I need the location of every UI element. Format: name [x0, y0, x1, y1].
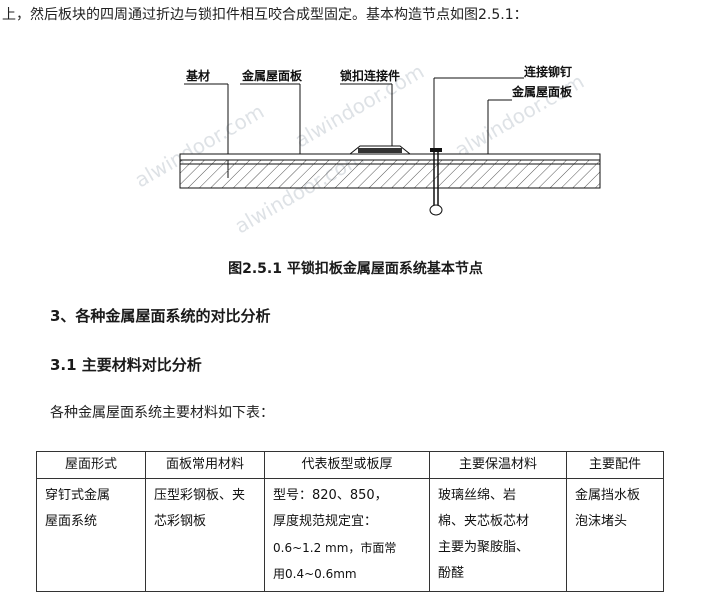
section-heading: 3、各种金属屋面系统的对比分析 [50, 307, 271, 325]
cell-line: 玻璃丝绵、岩 [438, 488, 517, 503]
label-base: 基材 [185, 68, 210, 83]
cell-roof-form: 穿钉式金属 屋面系统 [36, 478, 146, 592]
lead-paragraph: 各种金属屋面系统主要材料如下表： [50, 405, 274, 421]
cell-line: 型号：820、850， [273, 488, 388, 503]
table-row: 穿钉式金属 屋面系统 压型彩钢板、夹 芯彩钢板 型号：820、850， 厚度规范… [36, 478, 664, 592]
header-accessories: 主要配件 [566, 451, 664, 479]
cell-panel-thickness: 型号：820、850， 厚度规范规定宜： 0.6~1.2 mm，市面常 用0.4… [264, 478, 430, 592]
cell-line: 芯彩钢板 [154, 514, 207, 529]
cell-line: 屋面系统 [45, 514, 98, 529]
header-roof-form: 屋面形式 [36, 451, 146, 479]
construction-diagram: alwindoor.com alwindoor.com alwindoor.co… [131, 59, 601, 234]
cell-line: 厚度规范规定宜： [273, 514, 378, 529]
label-metal-roof-panel-right: 金属屋面板 [511, 84, 573, 99]
cell-insulation: 玻璃丝绵、岩 棉、夹芯板芯材 主要为聚胺脂、 酚醛 [429, 478, 567, 592]
cell-line: 穿钉式金属 [45, 488, 111, 503]
header-panel-material: 面板常用材料 [145, 451, 265, 479]
subsection-heading: 3.1 主要材料对比分析 [50, 356, 202, 374]
cell-line: 棉、夹芯板芯材 [438, 514, 530, 529]
construction-node-figure: alwindoor.com alwindoor.com alwindoor.co… [100, 38, 628, 234]
intro-paragraph: 上，然后板块的四周通过折边与锁扣件相互咬合成型固定。基本构造节点如图2.5.1： [2, 7, 528, 23]
cell-line: 主要为聚胺脂、 [438, 540, 530, 555]
cell-line: 压型彩钢板、夹 [154, 488, 246, 503]
label-lock-connector: 锁扣连接件 [340, 68, 400, 83]
label-metal-roof-panel-left: 金属屋面板 [241, 68, 303, 83]
cell-line: 用0.4~0.6mm [273, 567, 357, 581]
header-panel-thickness: 代表板型或板厚 [264, 451, 430, 479]
label-connecting-rivet: 连接铆钉 [524, 64, 572, 79]
cell-panel-material: 压型彩钢板、夹 芯彩钢板 [145, 478, 265, 592]
watermark-right: alwindoor.com [451, 69, 589, 162]
header-insulation: 主要保温材料 [429, 451, 567, 479]
cell-line: 酚醛 [438, 566, 465, 581]
cell-accessories: 金属挡水板 泡沫堵头 [566, 478, 664, 592]
figure-caption: 图2.5.1 平锁扣板金属屋面系统基本节点 [228, 261, 483, 277]
cell-line: 0.6~1.2 mm，市面常 [273, 541, 397, 555]
table-header-row: 屋面形式 面板常用材料 代表板型或板厚 主要保温材料 主要配件 [36, 451, 664, 479]
cell-line: 金属挡水板 [575, 488, 641, 503]
materials-comparison-table: 屋面形式 面板常用材料 代表板型或板厚 主要保温材料 主要配件 穿钉式金属 屋面… [36, 451, 664, 592]
cell-line: 泡沫堵头 [575, 514, 628, 529]
